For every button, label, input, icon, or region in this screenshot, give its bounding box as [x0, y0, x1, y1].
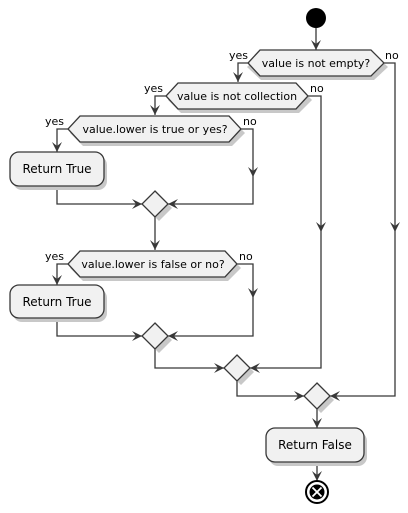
action-return-false: Return False — [265, 427, 367, 466]
arrowhead-down — [248, 288, 258, 298]
edge-lower-false-no — [168, 263, 254, 337]
edge-not-collection-yes — [154, 95, 166, 115]
merge-node-3 — [223, 354, 254, 385]
decision-not-collection-no-label: no — [310, 82, 324, 95]
edge-not-collection-no — [250, 95, 322, 369]
action-return-false-label: Return False — [278, 438, 352, 452]
edge-merge-2-to-merge-3 — [154, 349, 224, 369]
edge-return-true-1-to-merge — [56, 186, 142, 205]
arrowhead-down — [52, 142, 62, 152]
action-return-true-1-label: Return True — [22, 162, 91, 176]
edge-lower-true-yes — [56, 128, 68, 152]
decision-not-empty-no-label: no — [385, 49, 399, 62]
arrowhead-down — [150, 105, 160, 115]
arrowhead-right — [132, 199, 142, 209]
action-return-true-1: Return True — [9, 151, 107, 190]
decision-lower-false: value.lower is false or no? yes no — [45, 250, 253, 281]
decision-not-collection-yes-label: yes — [144, 82, 163, 95]
action-return-true-2: Return True — [9, 284, 107, 322]
arrowhead-left — [168, 199, 178, 209]
decision-lower-true-no-label: no — [243, 115, 257, 128]
arrowhead-down — [233, 72, 243, 82]
arrowhead-right — [294, 391, 304, 401]
decision-lower-false-label: value.lower is false or no? — [81, 258, 225, 271]
merge-node-4 — [303, 382, 334, 413]
arrowhead-right — [132, 331, 142, 341]
edge-lower-true-no — [168, 128, 254, 205]
decision-lower-true-yes-label: yes — [45, 115, 64, 128]
arrowhead-right — [214, 363, 224, 373]
decision-not-collection: value is not collection yes no — [144, 82, 324, 113]
edge-not-empty-no — [330, 62, 396, 397]
decision-lower-true: value.lower is true or yes? yes no — [45, 115, 257, 146]
decision-lower-false-no-label: no — [239, 250, 253, 263]
decision-not-collection-label: value is not collection — [177, 90, 297, 103]
edge-lower-false-yes — [56, 263, 68, 285]
arrowhead-down — [52, 275, 62, 285]
decision-not-empty: value is not empty? yes no — [229, 49, 399, 80]
arrowhead-down — [312, 418, 322, 428]
decision-lower-true-label: value.lower is true or yes? — [82, 123, 227, 136]
edge-merge-3-to-merge-4 — [236, 381, 304, 397]
decision-lower-false-yes-label: yes — [45, 250, 64, 263]
arrowhead-down — [390, 222, 400, 232]
arrowhead-down — [248, 167, 258, 177]
action-return-true-2-label: Return True — [22, 295, 91, 309]
start-node — [306, 8, 326, 28]
arrowheads — [52, 40, 400, 481]
arrowhead-left — [168, 331, 178, 341]
edge-return-true-2-to-merge — [56, 318, 142, 337]
arrowhead-down — [311, 40, 321, 50]
arrowhead-down — [150, 240, 160, 250]
arrowhead-down — [312, 471, 322, 481]
merge-node-2 — [141, 322, 172, 353]
decision-not-empty-label: value is not empty? — [262, 57, 371, 70]
merge-node-1 — [141, 190, 172, 221]
arrowhead-left — [330, 391, 340, 401]
arrowhead-down — [316, 222, 326, 232]
arrowhead-left — [250, 363, 260, 373]
stop-node — [305, 480, 329, 504]
decision-not-empty-yes-label: yes — [229, 49, 248, 62]
edge-not-empty-yes — [237, 62, 248, 82]
